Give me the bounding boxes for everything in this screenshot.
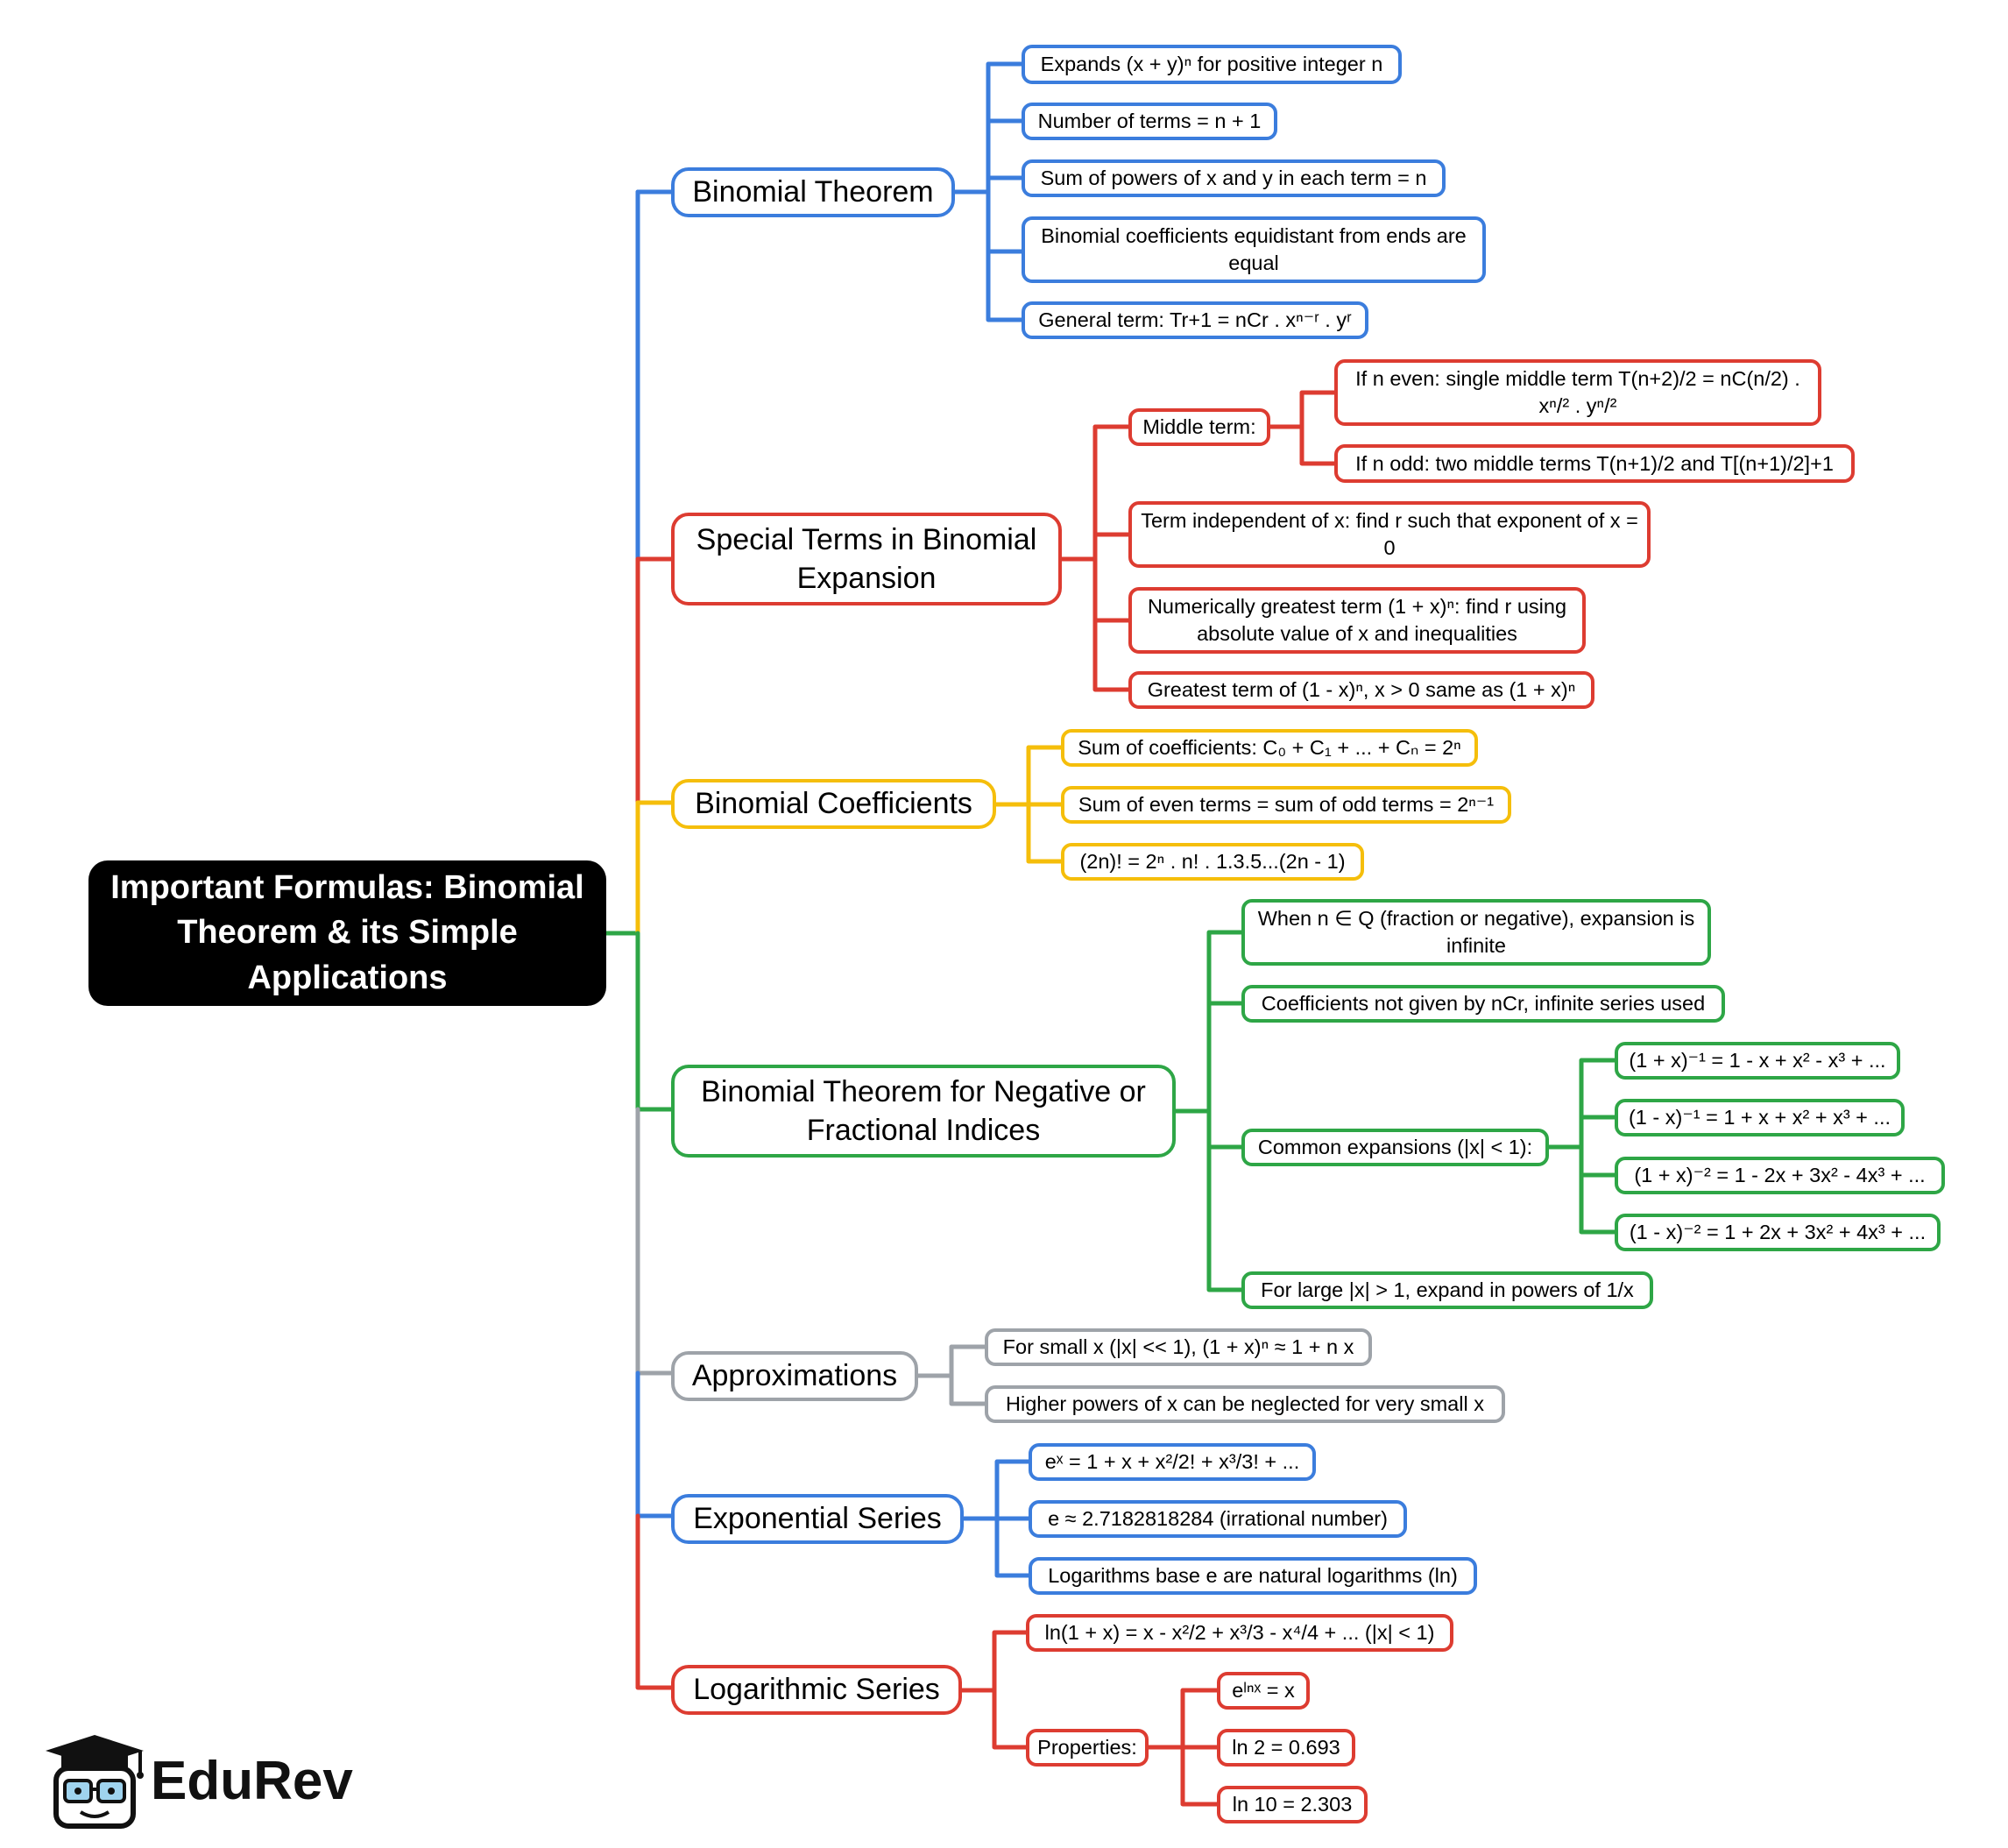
special-item: Term independent of x: find r such that …: [1128, 501, 1651, 568]
special-item: Greatest term of (1 - x)ⁿ, x > 0 same as…: [1128, 671, 1594, 709]
branch-special-terms: Special Terms in Binomial Expansion: [671, 513, 1062, 605]
approx-item: Higher powers of x can be neglected for …: [985, 1385, 1505, 1423]
branch-negative-fractional: Binomial Theorem for Negative or Fractio…: [671, 1065, 1176, 1158]
common-expansions-node: Common expansions (|x| < 1):: [1241, 1129, 1549, 1166]
common-expansion-item: (1 - x)⁻¹ = 1 + x + x² + x³ + ...: [1615, 1099, 1905, 1136]
approx-item: For small x (|x| << 1), (1 + x)ⁿ ≈ 1 + n…: [985, 1328, 1372, 1366]
exponential-item: e ≈ 2.7182818284 (irrational number): [1029, 1500, 1407, 1538]
property-item: ln 2 = 0.693: [1217, 1729, 1355, 1767]
properties-node: Properties:: [1026, 1729, 1149, 1767]
logo-text: EduRev: [151, 1751, 353, 1811]
coefficients-item: Sum of even terms = sum of odd terms = 2…: [1061, 786, 1511, 824]
negative-item: When n ∈ Q (fraction or negative), expan…: [1241, 899, 1711, 966]
branch-binomial-theorem: Binomial Theorem: [671, 167, 955, 217]
common-expansion-item: (1 + x)⁻¹ = 1 - x + x² - x³ + ...: [1615, 1042, 1900, 1080]
binomial-item: Expands (x + y)ⁿ for positive integer n: [1022, 45, 1402, 84]
middle-term-item: If n even: single middle term T(n+2)/2 =…: [1334, 359, 1821, 426]
branch-logarithmic-series: Logarithmic Series: [671, 1665, 962, 1715]
root-title: Important Formulas: Binomial Theorem & i…: [88, 860, 606, 1006]
common-expansion-item: (1 + x)⁻² = 1 - 2x + 3x² - 4x³ + ...: [1615, 1157, 1945, 1194]
negative-item: Coefficients not given by nCr, infinite …: [1241, 985, 1725, 1023]
middle-term-node: Middle term:: [1128, 408, 1270, 446]
binomial-item: Binomial coefficients equidistant from e…: [1022, 216, 1486, 283]
coefficients-item: Sum of coefficients: C₀ + C₁ + ... + Cₙ …: [1061, 729, 1478, 767]
negative-item: For large |x| > 1, expand in powers of 1…: [1241, 1271, 1653, 1309]
exponential-item: Logarithms base e are natural logarithms…: [1029, 1557, 1477, 1595]
property-item: eˡⁿˣ = x: [1217, 1672, 1310, 1710]
binomial-item: General term: Tr+1 = nCr . xⁿ⁻ʳ . yʳ: [1022, 301, 1368, 339]
special-item: Numerically greatest term (1 + x)ⁿ: find…: [1128, 587, 1586, 654]
middle-term-item: If n odd: two middle terms T(n+1)/2 and …: [1334, 444, 1855, 483]
binomial-item: Sum of powers of x and y in each term = …: [1022, 159, 1446, 197]
graduation-cap-mascot-icon: [46, 1735, 144, 1829]
logarithmic-item: ln(1 + x) = x - x²/2 + x³/3 - x⁴/4 + ...…: [1026, 1614, 1453, 1652]
binomial-item: Number of terms = n + 1: [1022, 103, 1277, 140]
exponential-item: eˣ = 1 + x + x²/2! + x³/3! + ...: [1029, 1443, 1316, 1481]
property-item: ln 10 = 2.303: [1217, 1786, 1368, 1823]
coefficients-item: (2n)! = 2ⁿ . n! . 1.3.5...(2n - 1): [1061, 843, 1364, 881]
branch-exponential-series: Exponential Series: [671, 1494, 964, 1544]
branch-approximations: Approximations: [671, 1351, 918, 1401]
branch-binomial-coefficients: Binomial Coefficients: [671, 779, 996, 829]
common-expansion-item: (1 - x)⁻² = 1 + 2x + 3x² + 4x³ + ...: [1615, 1214, 1941, 1251]
